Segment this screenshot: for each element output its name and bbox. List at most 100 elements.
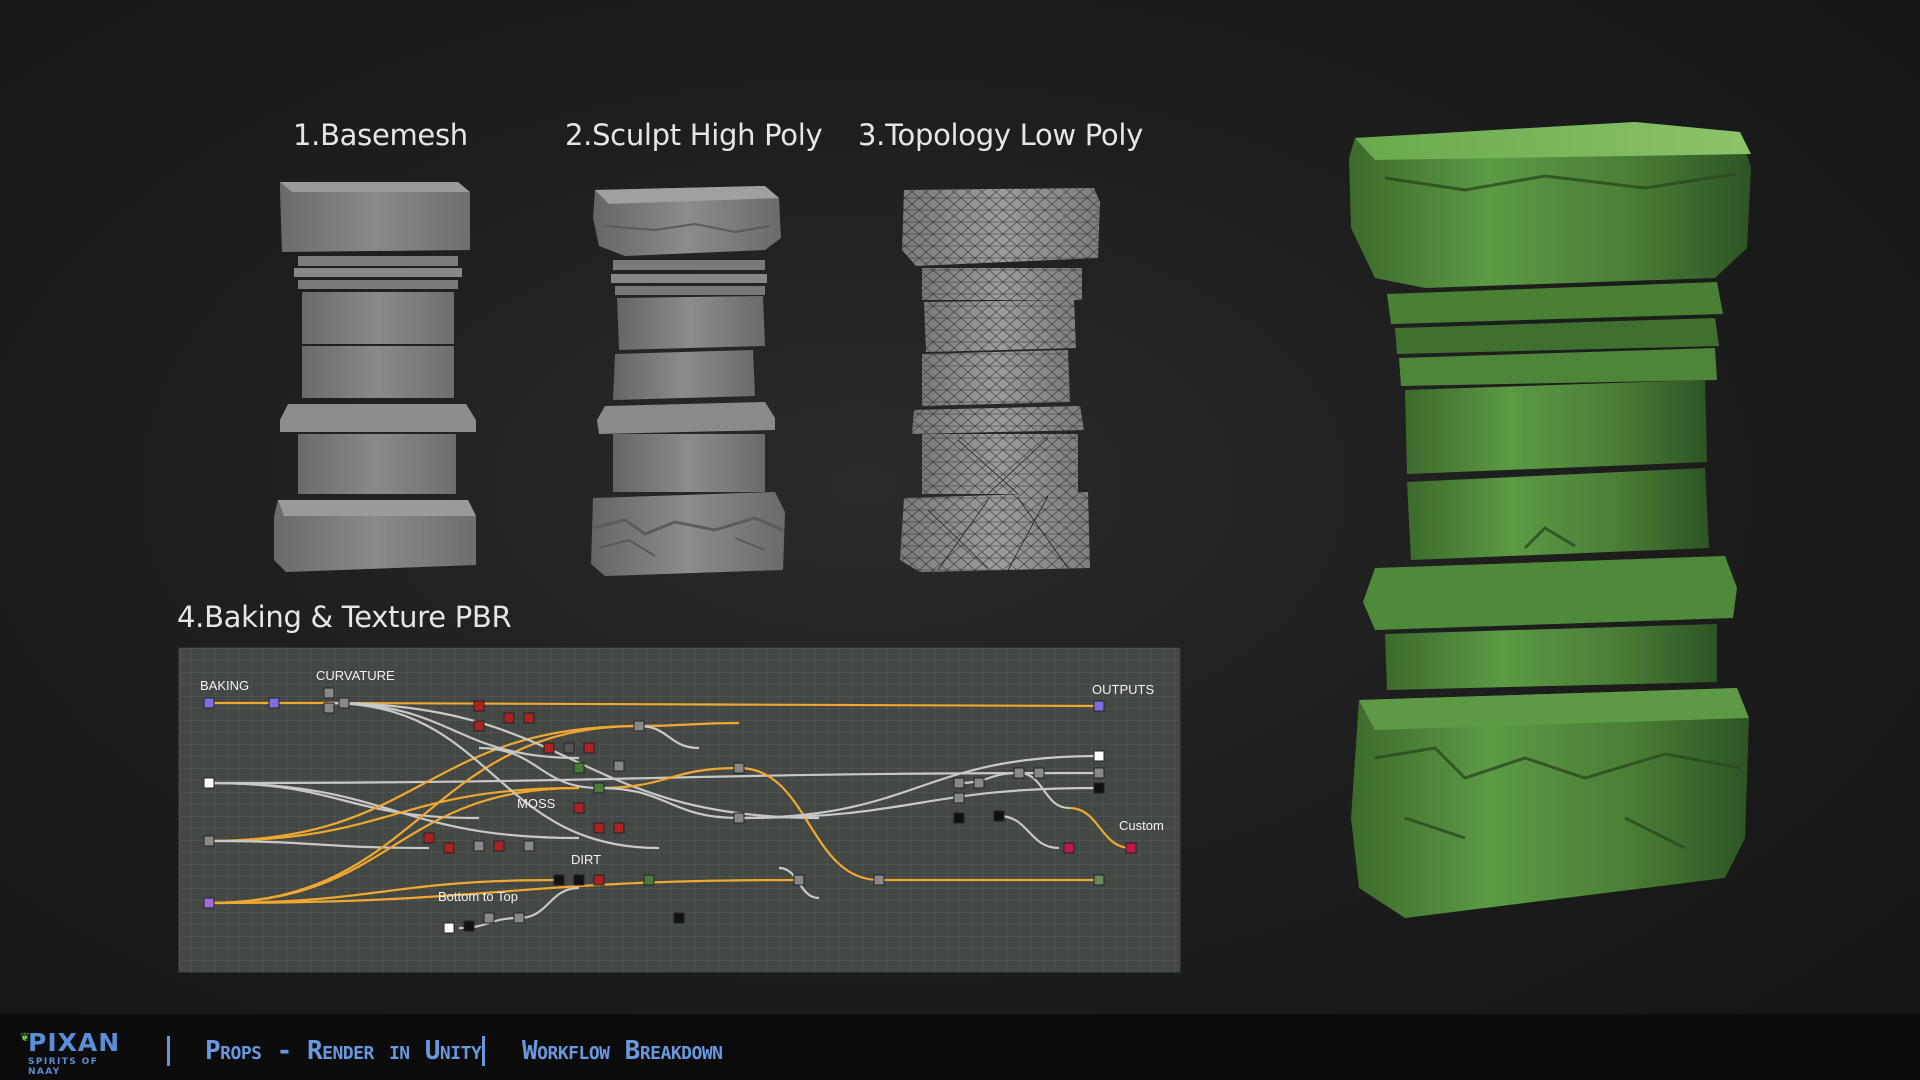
- graph-wire: [328, 701, 820, 820]
- sculpt-pillar-render: [591, 186, 785, 576]
- graph-node[interactable]: [1013, 767, 1025, 779]
- graph-node[interactable]: [268, 697, 280, 709]
- final-pillar-render: [1349, 122, 1751, 918]
- graph-node[interactable]: [573, 762, 585, 774]
- graph-wire: [598, 766, 740, 790]
- footer-bar: ❦ PIXAN SPIRITS OF NAAY Props - Render i…: [0, 1014, 1920, 1080]
- graph-node[interactable]: [1093, 782, 1105, 794]
- graph-node[interactable]: [463, 920, 475, 932]
- graph-node[interactable]: [733, 812, 745, 824]
- graph-wire: [738, 754, 1100, 820]
- graph-node[interactable]: [733, 762, 745, 774]
- graph-wire: [208, 771, 1100, 785]
- graph-node[interactable]: [593, 874, 605, 886]
- graph-node[interactable]: [203, 835, 215, 847]
- footer-title: Workflow Breakdown: [522, 1036, 723, 1066]
- graph-node[interactable]: [423, 832, 435, 844]
- footer-section: Props - Render in Unity: [205, 1036, 482, 1066]
- graph-node[interactable]: [993, 810, 1005, 822]
- graph-wire: [208, 781, 580, 840]
- graph-wire: [518, 886, 580, 920]
- graph-node[interactable]: [503, 712, 515, 724]
- graph-node[interactable]: [563, 742, 575, 754]
- leaf-icon: ❦: [20, 1030, 31, 1044]
- stage-label-topology: 3.Topology Low Poly: [858, 118, 1143, 152]
- graph-node[interactable]: [573, 802, 585, 814]
- graph-node[interactable]: [473, 700, 485, 712]
- graph-wire: [1068, 806, 1132, 850]
- graph-wire: [738, 766, 880, 882]
- graph-node[interactable]: [873, 874, 885, 886]
- graph-label-bottom-to-top: Bottom to Top: [438, 889, 518, 904]
- graph-wire: [998, 814, 1060, 850]
- graph-node[interactable]: [483, 912, 495, 924]
- graph-node[interactable]: [793, 874, 805, 886]
- graph-node[interactable]: [613, 760, 625, 772]
- graph-label-dirt: DIRT: [571, 852, 602, 867]
- graph-wire: [208, 786, 580, 843]
- graph-node[interactable]: [523, 712, 535, 724]
- pixan-logo: ❦ PIXAN SPIRITS OF NAAY: [20, 1028, 130, 1077]
- stage-label-baking: 4.Baking & Texture PBR: [177, 600, 512, 634]
- graph-wire: [598, 786, 740, 820]
- graph-node[interactable]: [643, 874, 655, 886]
- basemesh-pillar-render: [274, 182, 476, 572]
- graph-node[interactable]: [583, 742, 595, 754]
- stage-label-basemesh: 1.Basemesh: [293, 118, 468, 152]
- footer-separator: [482, 1036, 485, 1066]
- footer-separator: [167, 1036, 170, 1066]
- graph-node[interactable]: [443, 922, 455, 934]
- graph-node[interactable]: [593, 782, 605, 794]
- node-graph-wires: [203, 687, 1137, 934]
- graph-node[interactable]: [473, 840, 485, 852]
- stage-label-sculpt: 2.Sculpt High Poly: [565, 118, 823, 152]
- graph-wire: [478, 746, 600, 790]
- graph-node[interactable]: [953, 777, 965, 789]
- graph-node[interactable]: [203, 697, 215, 709]
- graph-node[interactable]: [523, 840, 535, 852]
- graph-wire: [638, 724, 700, 750]
- graph-node[interactable]: [673, 912, 685, 924]
- graph-node[interactable]: [338, 697, 350, 709]
- graph-node[interactable]: [1093, 874, 1105, 886]
- graph-node[interactable]: [1093, 750, 1105, 762]
- node-graph-panel[interactable]: BAKING CURVATURE OUTPUTS MOSS DIRT Botto…: [178, 647, 1181, 973]
- graph-node[interactable]: [953, 792, 965, 804]
- graph-node[interactable]: [1063, 842, 1075, 854]
- graph-node[interactable]: [613, 822, 625, 834]
- graph-wire: [328, 701, 580, 760]
- topology-pillar-render: [900, 188, 1100, 572]
- graph-node[interactable]: [1093, 700, 1105, 712]
- graph-node[interactable]: [593, 822, 605, 834]
- graph-node[interactable]: [1125, 842, 1137, 854]
- graph-label-baking: BAKING: [200, 678, 250, 693]
- graph-label-custom: Custom: [1119, 818, 1164, 833]
- graph-node[interactable]: [553, 874, 565, 886]
- graph-node[interactable]: [473, 720, 485, 732]
- graph-node[interactable]: [1093, 767, 1105, 779]
- graph-node[interactable]: [323, 687, 335, 699]
- graph-label-moss: MOSS: [517, 796, 556, 811]
- graph-wire: [638, 721, 740, 728]
- logo-subtitle: SPIRITS OF NAAY: [28, 1057, 99, 1077]
- graph-wire: [208, 786, 580, 905]
- graph-node[interactable]: [513, 912, 525, 924]
- graph-node[interactable]: [203, 777, 215, 789]
- graph-node[interactable]: [953, 812, 965, 824]
- graph-label-curvature: CURVATURE: [316, 668, 395, 683]
- graph-wire: [208, 781, 480, 820]
- graph-node[interactable]: [573, 874, 585, 886]
- graph-node[interactable]: [203, 897, 215, 909]
- graph-node[interactable]: [323, 702, 335, 714]
- graph-node[interactable]: [633, 720, 645, 732]
- graph-node[interactable]: [973, 777, 985, 789]
- graph-node[interactable]: [543, 742, 555, 754]
- graph-node[interactable]: [443, 842, 455, 854]
- graph-wire: [208, 724, 640, 843]
- graph-wire: [328, 701, 660, 850]
- graph-label-outputs: OUTPUTS: [1092, 682, 1155, 697]
- graph-node[interactable]: [493, 840, 505, 852]
- graph-wire: [208, 878, 800, 905]
- graph-node[interactable]: [1033, 767, 1045, 779]
- graph-wire: [328, 701, 1100, 708]
